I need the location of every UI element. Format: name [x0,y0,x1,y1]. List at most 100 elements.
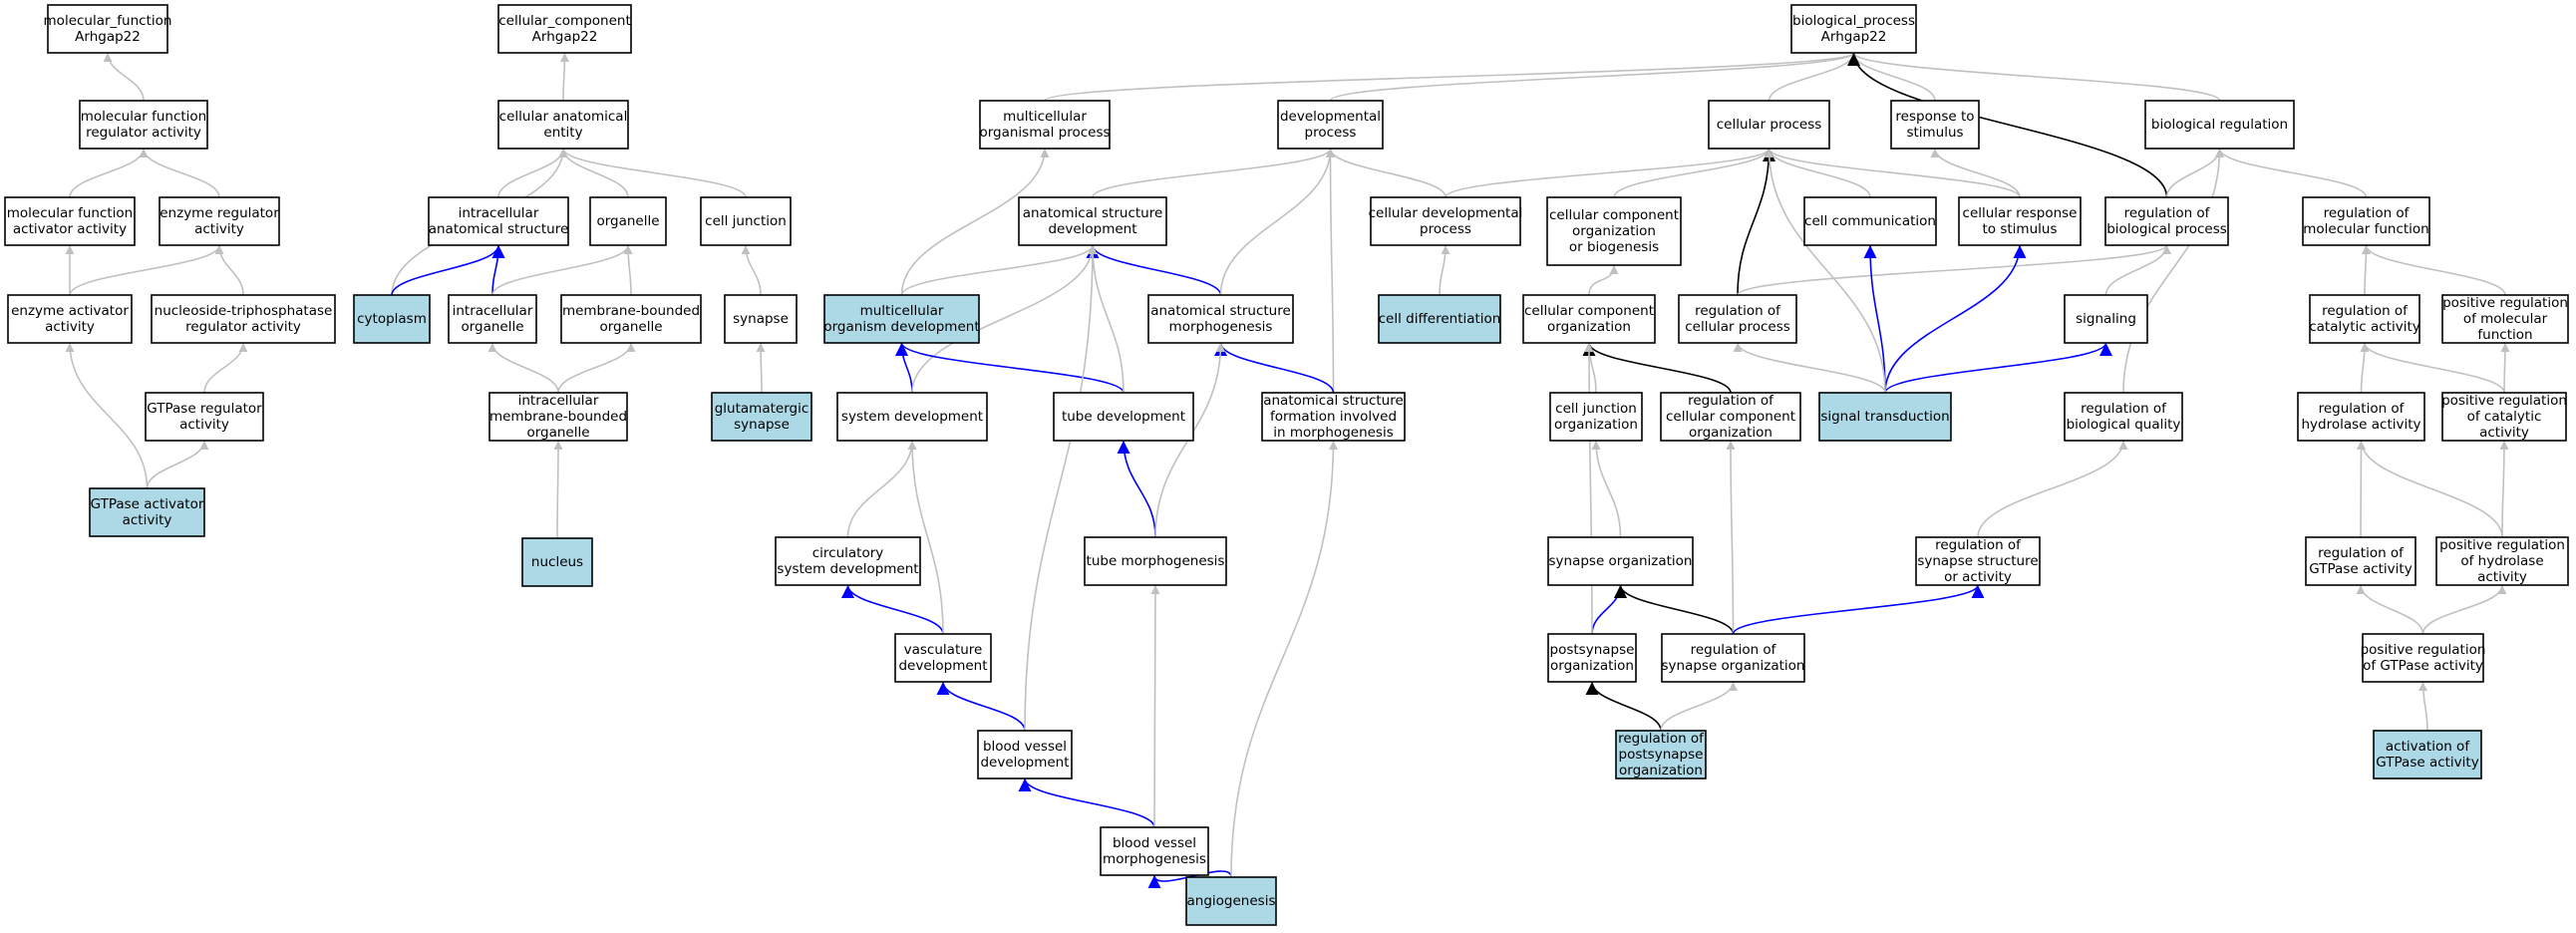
edge-rbp-to-bp_root [1847,52,2168,198]
node-label-line: intracellular [459,205,539,221]
node-box [1053,392,1194,442]
edge-line [1588,264,1619,296]
node-box [1522,294,1656,344]
node-tube-dev[interactable]: tube development [1053,392,1194,442]
node-bio-reg[interactable]: biological regulation [2144,100,2295,150]
node-label-line: biological regulation [2151,117,2288,133]
edge-line [1230,440,1338,878]
edge-line [1329,52,1858,102]
edge-line [1591,440,1622,538]
node-cell-junction[interactable]: cell junction [700,196,792,246]
node-nucleus[interactable]: nucleus [521,537,593,587]
edge-cell_comm-to-cell_proc [1765,148,1871,198]
node-sig-trans[interactable]: signal transduction [1818,392,1952,442]
node-cell-proc[interactable]: cellular process [1708,100,1830,150]
edge-nts_reg-to-enz_reg [214,244,244,296]
node-cytoplasm[interactable]: cytoplasm [353,294,431,344]
edge-cytoplasm-to-ias [391,244,505,296]
edge-line [1849,52,2221,102]
edge-line [1214,342,1335,394]
node-sys-dev[interactable]: system development [836,392,988,442]
node-tube-morph[interactable]: tube morphogenesis [1084,536,1227,586]
node-label-line: developmental [1280,109,1381,125]
edge-line [491,244,505,296]
node-label-line: activity [45,319,95,335]
node-cell-diff[interactable]: cell differentiation [1378,294,1501,344]
edge-line [2165,148,2224,198]
node-label-line: morphogenesis [1169,319,1273,335]
edge-rsso-to-rbq [1977,440,2128,538]
node-label-line: blood vessel [983,739,1067,755]
edge-line [911,244,1098,394]
edge-rso-to-rsso [1732,584,1985,635]
edge-line [1591,584,1627,635]
node-synapse[interactable]: synapse [724,294,798,344]
node-box [2305,536,2416,586]
node-label-line: cytoplasm [357,311,427,327]
node-signaling[interactable]: signaling [2064,294,2148,344]
node-label-line: organization [1550,658,1634,674]
node-label-line: morphogenesis [1103,851,1206,867]
node-cell-comm[interactable]: cell communication [1803,196,1937,246]
node-box [47,4,168,54]
edge-line [2421,584,2507,635]
edge-angio-to-asfm [1230,440,1338,878]
node-box [521,537,593,587]
node-label-line: tube morphogenesis [1087,553,1225,569]
node-label-line: organism development [823,319,979,335]
node-syn-org[interactable]: synapse organization [1547,536,1694,586]
node-angio[interactable]: angiogenesis [1185,876,1277,926]
edge-line [1977,440,2128,538]
node-organelle[interactable]: organelle [589,196,667,246]
